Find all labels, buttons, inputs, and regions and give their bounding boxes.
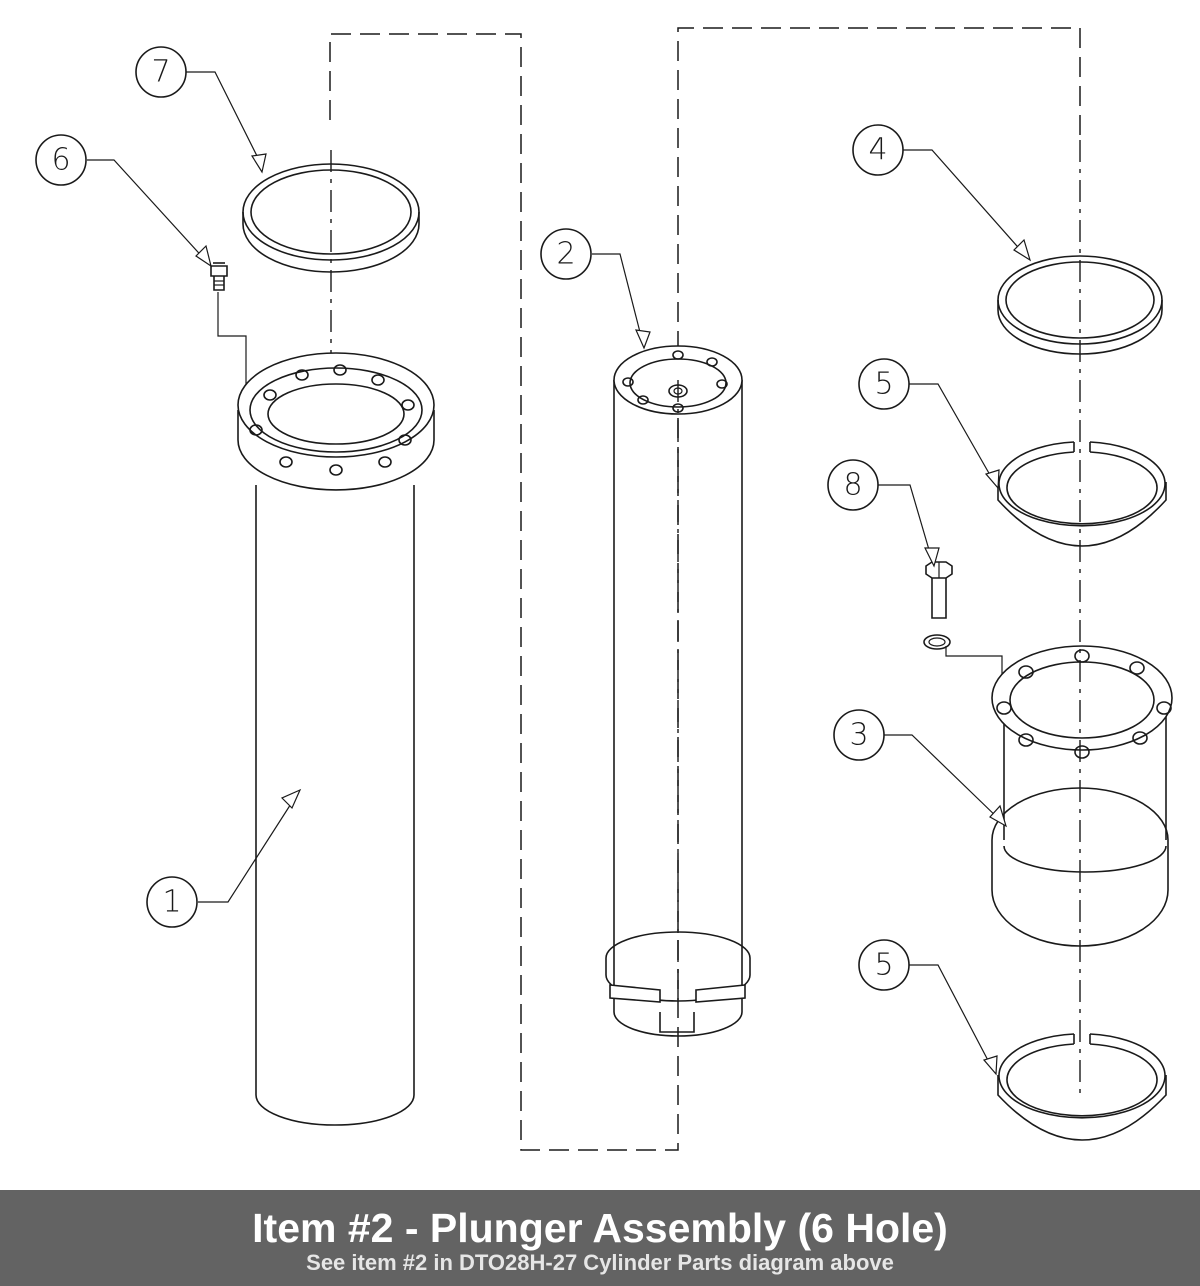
callout-6: 6 — [35, 134, 87, 186]
part-6-set-screw — [210, 262, 228, 291]
svg-text:2: 2 — [556, 237, 575, 272]
svg-text:5: 5 — [874, 948, 893, 983]
part-5-split-ring-upper — [997, 441, 1167, 547]
callout-5a: 5 — [858, 358, 910, 410]
caption-bar: Item #2 - Plunger Assembly (6 Hole) See … — [0, 1190, 1200, 1286]
assembly-path-left — [329, 27, 1081, 1151]
callout-7: 7 — [135, 46, 187, 98]
leader-6 — [87, 159, 212, 268]
caption-title: Item #2 - Plunger Assembly (6 Hole) — [252, 1205, 948, 1251]
svg-text:5: 5 — [874, 367, 893, 402]
svg-text:1: 1 — [162, 885, 181, 920]
svg-text:4: 4 — [868, 133, 887, 168]
leader-5-upper — [909, 383, 1000, 490]
callout-5b: 5 — [858, 939, 910, 991]
callout-1: 1 — [146, 876, 198, 928]
callout-3: 3 — [833, 709, 885, 761]
svg-text:8: 8 — [843, 468, 862, 503]
part-1-cylinder — [237, 352, 435, 1126]
leader-8 — [878, 484, 940, 568]
callout-2: 2 — [540, 228, 592, 280]
leader-4 — [903, 149, 1032, 262]
svg-text:3: 3 — [849, 718, 868, 753]
leader-2 — [592, 253, 651, 350]
part-3-sleeve — [991, 645, 1173, 947]
svg-text:7: 7 — [151, 55, 170, 90]
callout-8: 8 — [827, 459, 879, 511]
leader-set-screw-to-cylinder — [217, 292, 247, 400]
callout-4: 4 — [852, 124, 904, 176]
leader-1 — [198, 788, 302, 903]
svg-text:6: 6 — [51, 143, 70, 178]
exploded-parts-diagram: 7 6 2 4 5 8 3 1 5 — [35, 27, 1173, 1151]
leader-3 — [884, 734, 1008, 828]
part-8-bolt — [923, 561, 953, 650]
caption-subtitle: See item #2 in DTO28H-27 Cylinder Parts … — [306, 1250, 894, 1275]
leader-7 — [186, 71, 267, 174]
leader-5-lower — [909, 964, 998, 1076]
part-5-split-ring-lower — [997, 1033, 1167, 1141]
